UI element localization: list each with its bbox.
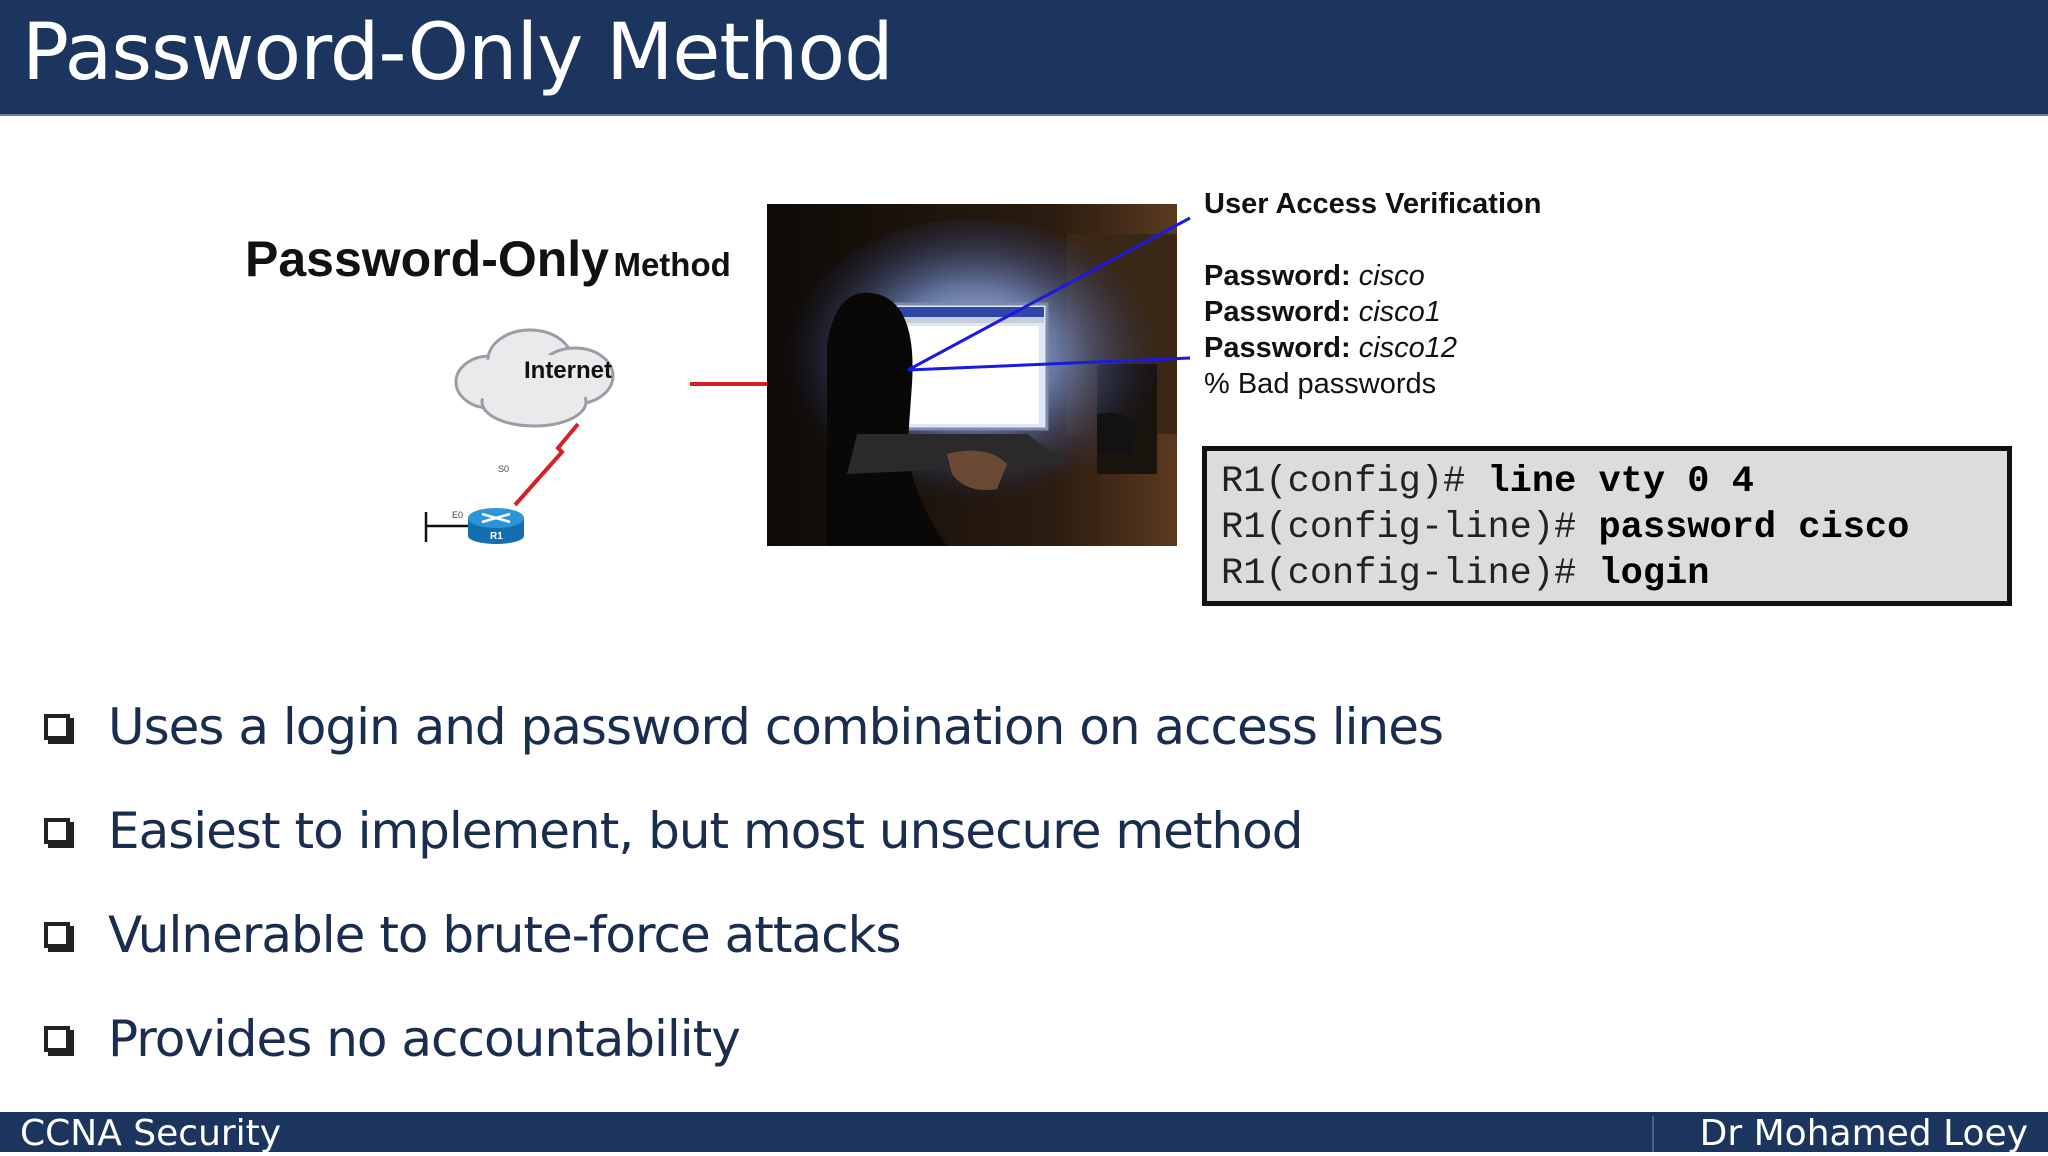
cli-line-3: R1(config-line)# login <box>1221 553 1710 595</box>
cli-line-1: R1(config)# line vty 0 4 <box>1221 461 1754 503</box>
bullet-item: Easiest to implement, but most unsecure … <box>40 779 1443 883</box>
diagram-title-main: Password-Only <box>245 231 609 287</box>
bullet-text: Provides no accountability <box>108 1010 741 1068</box>
bullet-item: Provides no accountability <box>40 987 1443 1091</box>
footer-bar: CCNA Security Dr Mohamed Loey <box>0 1112 2048 1154</box>
router-label: R1 <box>490 531 503 542</box>
course-name: CCNA Security <box>20 1113 282 1154</box>
checkbox-bullet-icon <box>44 1026 70 1052</box>
terminal-output: User Access Verification Password: cisco… <box>1204 186 1541 402</box>
serial-port-label: S0 <box>498 464 509 474</box>
title-bar: Password-Only Method <box>0 0 2048 116</box>
serial-link-icon <box>513 422 580 507</box>
cloud-label: Internet <box>524 357 612 384</box>
terminal-heading: User Access Verification <box>1204 188 1542 220</box>
bullet-item: Uses a login and password combination on… <box>40 675 1444 779</box>
slide-title: Password-Only Method <box>22 8 894 98</box>
password-attempt-2: Password: cisco1 <box>1204 296 1441 328</box>
hacker-photo-illustration <box>767 204 1177 546</box>
checkbox-bullet-icon <box>44 818 70 844</box>
hacker-photo <box>767 204 1177 546</box>
diagram-title-sub: Method <box>613 246 731 283</box>
bullet-text: Vulnerable to brute-force attacks <box>108 906 902 964</box>
cli-line-2: R1(config-line)# password cisco <box>1221 507 1910 549</box>
internet-cloud-icon <box>454 328 615 428</box>
bullet-text: Easiest to implement, but most unsecure … <box>108 802 1303 860</box>
author-name: Dr Mohamed Loey <box>1699 1113 2028 1154</box>
network-diagram: Internet S0 E0 R1 <box>424 328 767 544</box>
ethernet-port-label: E0 <box>452 510 463 520</box>
terminal-result: % Bad passwords <box>1204 368 1437 400</box>
bullet-text: Uses a login and password combination on… <box>108 698 1444 756</box>
bullet-item: Vulnerable to brute-force attacks <box>40 883 1443 987</box>
diagram-title: Password-Only Method <box>245 230 731 288</box>
checkbox-bullet-icon <box>44 714 70 740</box>
bullet-list: Uses a login and password combination on… <box>40 675 1444 1091</box>
router-icon <box>468 508 524 544</box>
checkbox-bullet-icon <box>44 922 70 948</box>
password-attempt-3: Password: cisco12 <box>1204 332 1458 364</box>
footer-divider <box>1652 1116 1654 1152</box>
password-attempt-1: Password: cisco <box>1204 260 1425 292</box>
